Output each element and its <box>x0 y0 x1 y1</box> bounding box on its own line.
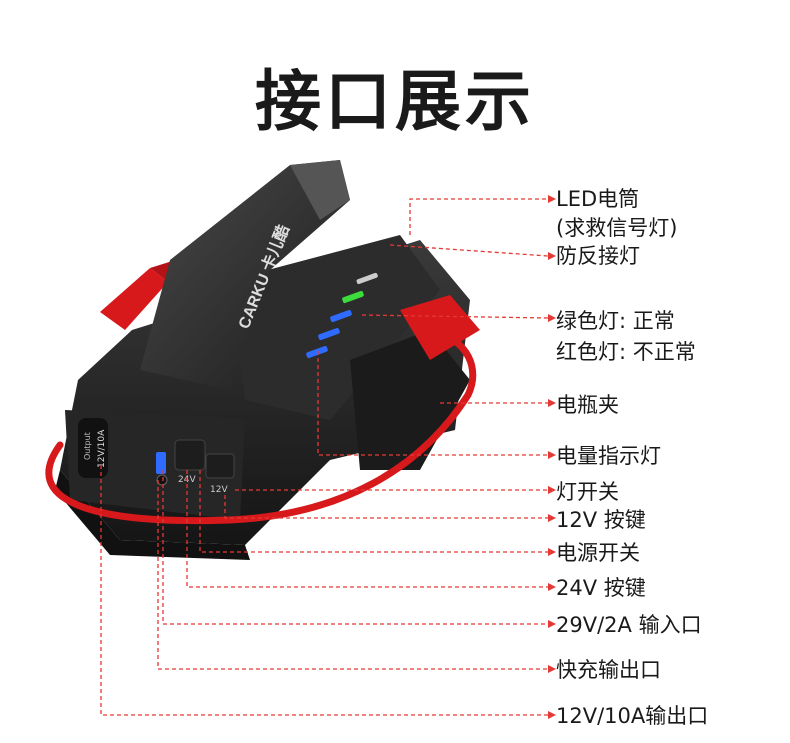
callout-12v-10a-output: 12V/10A输出口 <box>556 704 709 728</box>
output-rating: 12V/10A <box>97 429 107 468</box>
callout-12v-button: 12V 按键 <box>556 508 646 532</box>
callout-24v-button: 24V 按键 <box>556 576 646 600</box>
btn-12v-label: 12V <box>210 485 228 495</box>
callout-led-flashlight: LED电筒 <box>556 187 640 211</box>
callout-red-abnormal: 红色灯: 不正常 <box>556 340 696 364</box>
callout-green-normal: 绿色灯: 正常 <box>556 309 675 333</box>
battery-clamp <box>350 295 480 470</box>
callout-battery-clamp: 电瓶夹 <box>556 393 619 417</box>
leader-lines <box>100 198 549 716</box>
callout-power-switch: 电源开关 <box>556 541 640 565</box>
callout-reverse-polarity-light: 防反接灯 <box>556 244 640 268</box>
front-ports: Output 12V/10A 24V 12V <box>78 418 235 495</box>
output-label: Output <box>83 432 92 460</box>
handle <box>140 160 350 390</box>
callout-sos-light: (求救信号灯) <box>556 216 678 240</box>
leader-arrowheads <box>548 195 556 719</box>
page-title: 接口展示 <box>255 63 535 140</box>
callout-light-switch: 灯开关 <box>556 480 619 504</box>
red-cable <box>45 326 477 525</box>
callout-29v-input: 29V/2A 输入口 <box>556 613 702 637</box>
led-indicators <box>306 272 378 359</box>
callout-fast-charge-output: 快充输出口 <box>556 658 661 682</box>
callout-power-indicator: 电量指示灯 <box>556 444 661 468</box>
